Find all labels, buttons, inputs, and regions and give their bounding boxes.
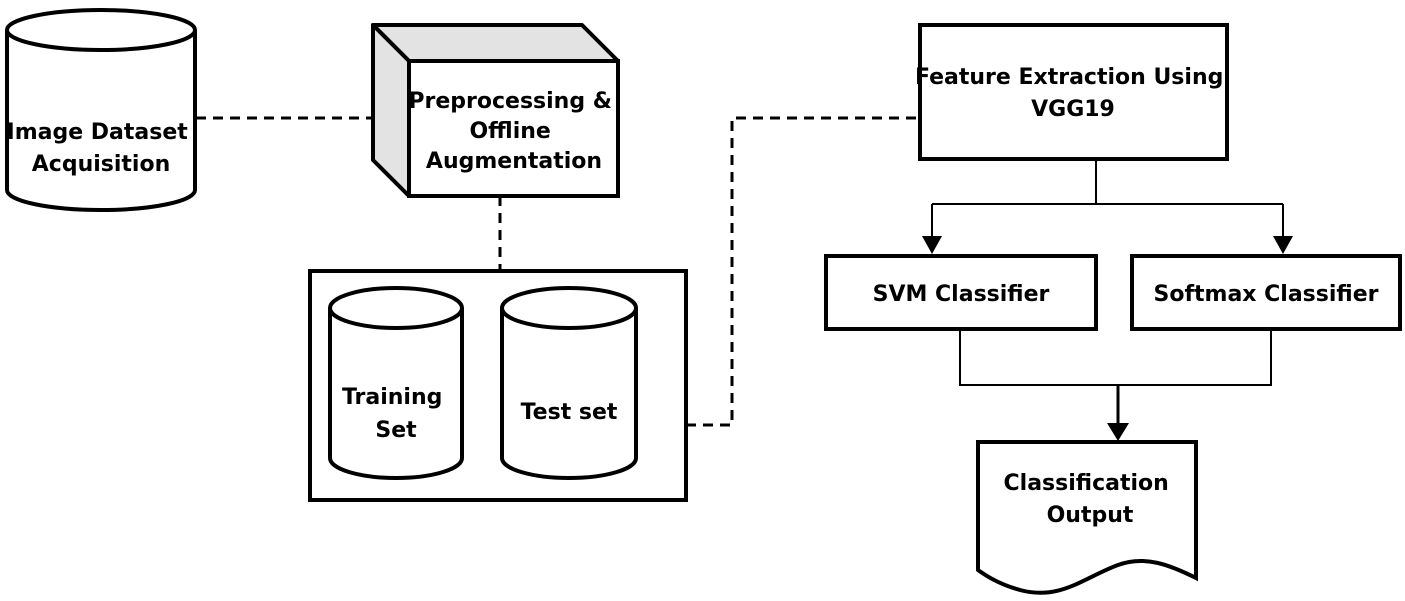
svm-classifier-box [824, 254, 1098, 331]
classification-output-label-line-1: Classification [1004, 471, 1169, 496]
training-set-label: Training Set [342, 385, 450, 443]
connector-split-to-feature-extraction [686, 116, 920, 427]
training-set-label-line-2: Set [375, 418, 417, 443]
dataset-label-line-2: Acquisition [32, 152, 171, 177]
training-set-label-line-1: Training [342, 385, 442, 410]
softmax-classifier-label-line-1: Softmax Classifier [1153, 282, 1378, 307]
softmax-classifier-box [1130, 254, 1402, 331]
dataset-label: Image Dataset Acquisition [7, 120, 196, 177]
feature-extraction-label-line-1: Feature Extraction Using [915, 65, 1223, 90]
test-set-cylinder [500, 286, 638, 480]
dataset-cylinder [5, 8, 197, 212]
softmax-classifier-label: Softmax Classifier [1153, 282, 1378, 307]
preprocessing-label-line-1: Preprocessing & [408, 89, 612, 114]
classification-output-label-line-2: Output [1047, 503, 1134, 528]
feature-extraction-box [918, 23, 1229, 161]
svm-classifier-label: SVM Classifier [873, 282, 1050, 307]
classification-output-label: Classification Output [1004, 471, 1177, 528]
preprocessing-label-line-3: Augmentation [426, 149, 602, 174]
test-set-label: Test set [521, 400, 618, 425]
preprocessing-block [371, 23, 620, 198]
preprocessing-label: Preprocessing & Offline Augmentation [408, 89, 619, 174]
feature-extraction-label-line-2: VGG19 [1031, 97, 1115, 122]
classification-output-document [976, 440, 1198, 595]
feature-extraction-label: Feature Extraction Using VGG19 [915, 65, 1231, 122]
svm-classifier-label-line-1: SVM Classifier [873, 282, 1050, 307]
connector-classifiers-to-output [959, 330, 1272, 386]
connector-feature-to-classifiers [931, 160, 1284, 238]
arrowhead-to-svm [922, 236, 942, 254]
test-set-label-line-1: Test set [521, 400, 618, 425]
connectors [196, 116, 1293, 441]
arrowhead-to-output [1107, 423, 1129, 441]
preprocessing-label-line-2: Offline [469, 119, 550, 144]
dataset-label-line-1: Image Dataset [7, 120, 189, 145]
training-set-cylinder [328, 286, 464, 480]
arrowhead-to-softmax [1273, 236, 1293, 254]
